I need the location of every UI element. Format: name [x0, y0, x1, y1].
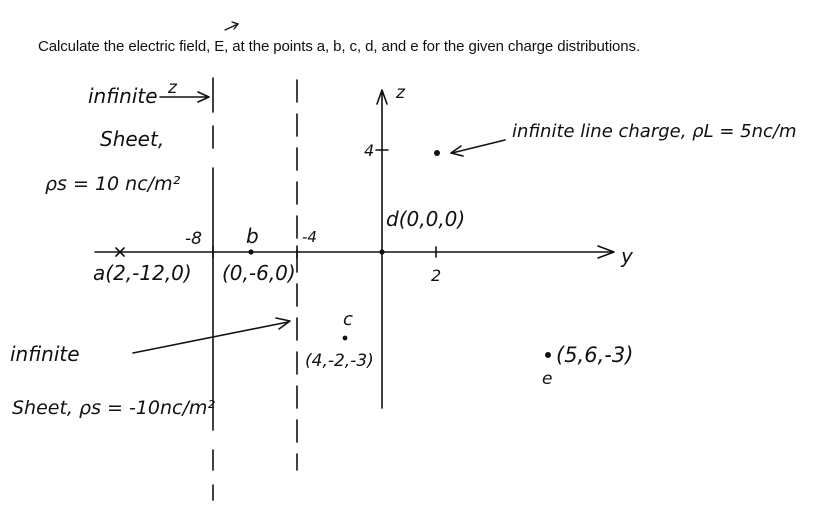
- point-a-letter: a: [93, 261, 105, 285]
- line-charge-pointer-line: [451, 139, 506, 154]
- sheet-1-label-line2: Sheet,: [100, 127, 164, 151]
- point-a-coords: (2,-12,0): [105, 261, 191, 285]
- sheet-1-label-line1: infinite: [88, 84, 158, 108]
- sheet-2-label-line1: infinite: [10, 342, 80, 366]
- point-c-letter: c: [343, 309, 353, 330]
- sheet-1-label-line3: ρs = 10 nc/m²: [45, 173, 181, 195]
- sheet-2-pointer-line: [132, 321, 289, 354]
- sheet-1-normal-arrowhead: [197, 91, 210, 103]
- point-c-dot: [342, 335, 348, 341]
- sheet-2-pointer-arrowhead: [275, 317, 291, 330]
- tick-label-neg8: -8: [185, 229, 202, 249]
- tick-label-pos2: 2: [431, 266, 441, 285]
- line-charge-pointer-arrowhead: [450, 145, 464, 157]
- point-b-coords: (0,-6,0): [222, 261, 296, 285]
- y-axis-arrowhead: [597, 245, 615, 259]
- point-a-mark-2: [115, 247, 125, 257]
- point-d-label: d(0,0,0): [386, 207, 465, 231]
- point-d-letter: d: [386, 207, 399, 231]
- y-axis-label: y: [620, 244, 634, 268]
- point-a-label: a(2,-12,0): [93, 261, 192, 285]
- point-e-letter: e: [542, 369, 552, 389]
- problem-text: Calculate the electric field, E, at the …: [38, 38, 641, 55]
- sheet-1-arrow-label: z: [167, 78, 178, 98]
- point-d-dot: [379, 249, 385, 255]
- z-axis-arrowhead: [376, 89, 388, 105]
- line-charge-dot: [434, 150, 440, 156]
- point-c-coords: (4,-2,-3): [305, 351, 374, 371]
- problem-statement: Calculate the electric field, E, at the …: [38, 38, 798, 55]
- point-b-dot: [248, 249, 254, 255]
- z-axis-label: z: [395, 83, 406, 103]
- tick-label-neg4: -4: [302, 228, 317, 246]
- line-charge-label: infinite line charge, ρL = 5nc/m: [512, 121, 797, 142]
- sheet-2-label-line2: Sheet, ρs = -10nc/m²: [12, 397, 215, 419]
- point-b-letter: b: [246, 224, 259, 248]
- point-d-coords: (0,0,0): [399, 207, 466, 231]
- tick-label-z-4: 4: [364, 141, 374, 160]
- point-e-dot: [545, 352, 551, 358]
- point-e-coords: (5,6,-3): [556, 343, 633, 367]
